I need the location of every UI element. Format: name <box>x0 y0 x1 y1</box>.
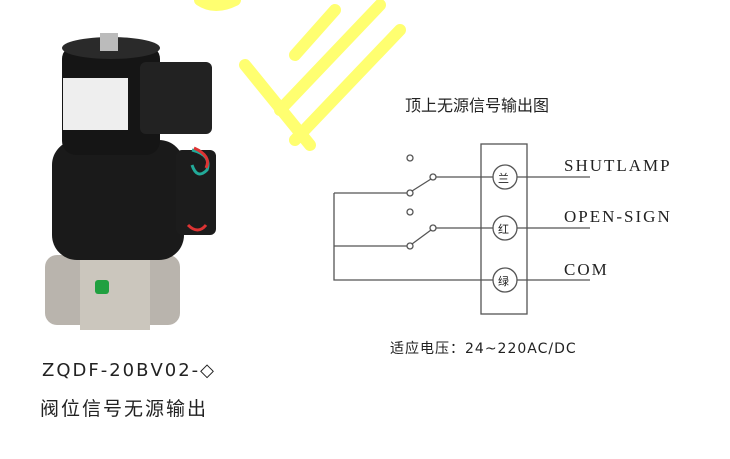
product-description: 阀位信号无源输出 <box>40 398 209 420</box>
diagram-title: 顶上无源信号输出图 <box>405 96 550 115</box>
terminal-glyph: 红 <box>498 223 509 236</box>
terminal-label: SHUTLAMP <box>564 156 672 175</box>
terminal-glyph: 绿 <box>498 275 509 288</box>
terminal-glyph: 兰 <box>498 172 509 185</box>
product-model: ZQDF-20BⅤ02-◇ <box>42 360 217 381</box>
terminal-block <box>480 143 528 315</box>
terminal-label: OPEN-SIGN <box>564 207 672 226</box>
valve-photo <box>45 33 216 330</box>
terminal-label: COM <box>564 260 609 279</box>
wiring-diagram <box>333 143 590 315</box>
watermark <box>194 0 406 151</box>
voltage-spec: 适应电压：24~220AC/DC <box>390 341 577 357</box>
